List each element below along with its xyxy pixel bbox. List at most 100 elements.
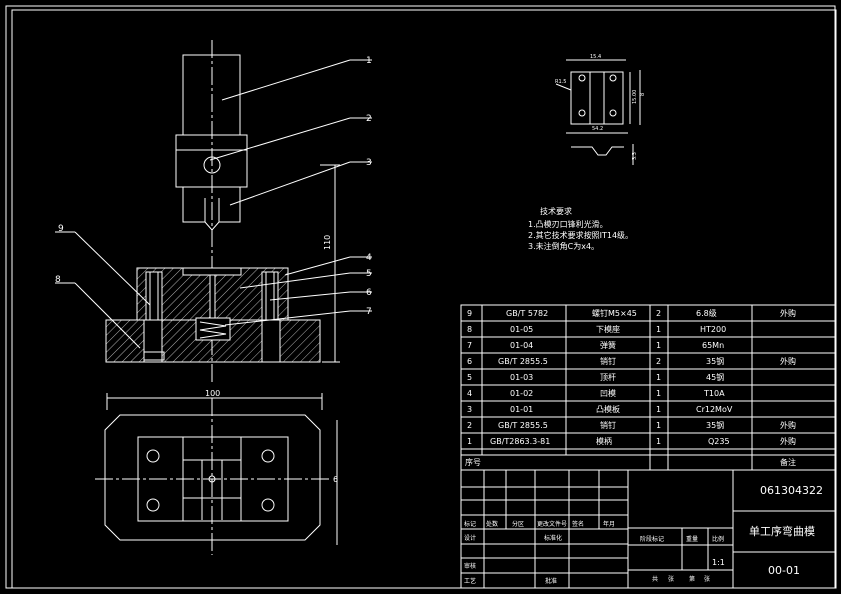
balloon-5: 5 [366,269,372,279]
front-view [55,40,372,385]
inner-frame [11,9,837,589]
bom-material: Q235 [708,437,730,446]
bom-row: 3 01-01 凸模板 1 Cr12MoV [467,404,733,414]
bom-code: 01-01 [510,405,533,414]
bom-note: 外购 [780,420,796,430]
bom-name: 凸模板 [596,404,620,414]
tech-req-title: 技术要求 [540,206,572,216]
balloon-7: 7 [366,307,372,317]
bom-qty: 1 [656,373,661,382]
tech-req-line-2: 2.其它技术要求按照IT14级。 [528,230,633,240]
bom-row: 5 01-03 顶杆 1 45钢 [467,372,724,382]
balloon-8: 8 [55,275,61,285]
tb-label-review: 审核 [464,562,476,570]
tb-label-sheet: 张 [668,575,674,583]
tb-label-process: 工艺 [464,577,476,585]
bom-footer-no: 序号 [465,457,481,467]
dim-plan-width: 100 [205,389,220,398]
bom-row: 9 GB/T 5782 螺钉M5×45 2 6.8级 外购 [467,308,796,318]
bom-code: 01-05 [510,325,533,334]
bom-no: 2 [467,421,472,430]
bom-code: 01-02 [510,389,533,398]
tb-label-mark: 标记 [464,520,476,528]
bom-no: 1 [467,437,472,446]
bom-name: 下模座 [596,324,620,334]
bom-row: 4 01-02 凹模 1 T10A [467,388,725,398]
part-dim-b: 15.00 [632,90,638,104]
bom-grid [460,304,836,471]
bom-name: 销钉 [600,356,616,366]
tb-label-design: 设计 [464,534,476,542]
bom-code: GB/T 5782 [506,309,548,318]
dim-height-total: 110 [323,235,332,250]
bom-no: 8 [467,325,472,334]
scale-value: 1:1 [712,558,725,567]
tb-label-count: 处数 [486,520,498,528]
bom-name: 销钉 [600,420,616,430]
bom-qty: 1 [656,421,661,430]
part-dim-r: R1.5 [555,79,566,85]
bom-name: 弹簧 [600,340,616,350]
bom-no: 3 [467,405,472,414]
bom-no: 7 [467,341,472,350]
tb-label-no: 第 [689,575,695,583]
bom-name: 螺钉M5×45 [592,308,637,318]
bom-row: 2 GB/T 2855.5 销钉 1 35钢 外购 [467,420,796,430]
bom-qty: 2 [656,309,661,318]
bom-material: 6.8级 [696,308,717,318]
bom-code: 01-03 [510,373,533,382]
bom-material: 45钢 [706,372,724,382]
bom-material: Cr12MoV [696,405,733,414]
bom-note: 外购 [780,436,796,446]
part-dim-a: 15.4 [590,54,601,60]
part-dim-d: 54.2 [592,126,603,132]
bom-footer-note: 备注 [780,457,796,467]
bom-code: GB/T 2855.5 [498,421,548,430]
bom-code: GB/T2863.3-81 [490,437,550,446]
balloon-1: 1 [366,56,372,66]
bom-row: 7 01-04 弹簧 1 65Mn [467,340,724,350]
bom-no: 5 [467,373,472,382]
drawing-number: 061304322 [760,484,823,497]
bom-note: 外购 [780,308,796,318]
bom-material: T10A [703,389,725,398]
tech-req-line-1: 1.凸模刃口锋利光滑。 [528,219,608,229]
tb-label-std: 标准化 [544,534,562,542]
pin-hole [203,156,221,174]
part-number: 00-01 [768,564,800,577]
bom-name: 模柄 [596,436,612,446]
tb-label-docno: 更改文件号 [537,520,567,528]
base-outline [104,414,321,541]
bom-qty: 1 [656,341,661,350]
tb-label-sheet2: 张 [704,575,710,583]
bom-qty: 1 [656,405,661,414]
tb-label-scale: 比例 [712,535,724,543]
bom-qty: 2 [656,357,661,366]
part-detail [555,59,641,165]
bom-note: 外购 [780,356,796,366]
bom-qty: 1 [656,389,661,398]
bom-row: 6 GB/T 2855.5 销钉 2 35钢 外购 [467,356,796,366]
dim-plan-height: 6 [333,475,338,484]
bom-no: 9 [467,309,472,318]
bom-code: GB/T 2855.5 [498,357,548,366]
tb-label-zone: 分区 [512,520,524,528]
bom-material: HT200 [700,325,726,334]
bom-row: 8 01-05 下模座 1 HT200 [467,324,726,334]
part-dim-e: 3.3 [632,152,638,160]
drawing-title: 单工序弯曲模 [749,524,815,538]
bom-code: 01-04 [510,341,533,350]
plan-view [95,393,338,555]
balloon-6: 6 [366,288,372,298]
bom-material: 65Mn [702,341,724,350]
punch [182,186,241,231]
tech-req-line-3: 3.未注倒角C为x4。 [528,241,599,251]
tb-label-date: 年月 [603,520,615,528]
tb-label-sign: 签名 [572,520,584,528]
tb-label-total: 共 [652,575,658,583]
bom-material: 35钢 [706,356,724,366]
tb-label-stage: 阶段标记 [640,535,664,543]
part-dim-c: 8 [640,93,646,96]
